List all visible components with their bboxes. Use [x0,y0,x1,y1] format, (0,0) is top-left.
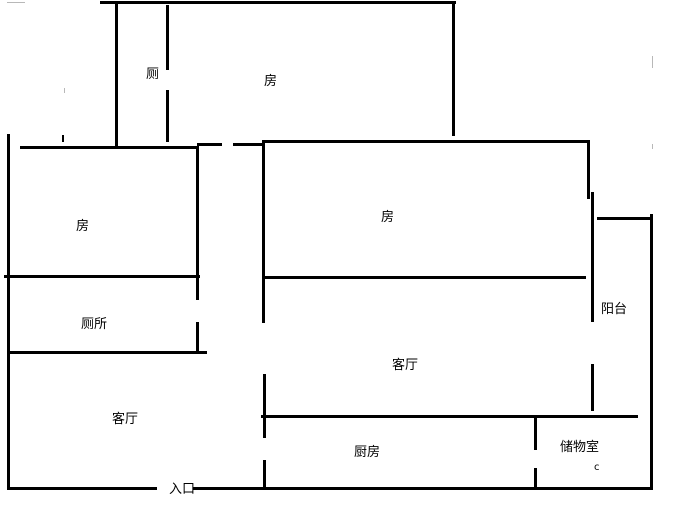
wall-corridor-east-upper [262,142,265,323]
room-label-living-right: 客厅 [392,358,419,373]
wall-balcony-top [597,217,652,220]
wall-stub [62,135,64,142]
room-label-balcony: 阳台 [601,302,628,317]
room-label-storage: 储物室 [560,440,600,455]
room-label-kitchen: 厨房 [354,445,381,460]
wall-west [7,134,10,489]
storage-annotation: c [594,462,600,473]
room-label-toilet-top: 厕 [146,67,160,82]
wall-bedroom-living [263,276,586,279]
wall-corridor-east-lower [263,460,266,489]
stray-mark [64,88,65,93]
entrance-label: 入口 [169,482,196,497]
wall-bedroom-left-top [20,146,198,149]
wall-east [650,214,653,489]
wall-bedroom-toilet [4,275,200,278]
wall-balcony-inner-upper [591,192,594,322]
wall-balcony-inner-lower [591,364,594,411]
wall-south-west [7,487,157,490]
room-label-bedroom-right: 房 [381,210,395,225]
room-label-toilet-left: 厕所 [81,317,108,332]
stray-mark [652,56,653,68]
room-label-bedroom-top: 房 [264,74,278,89]
wall-bedroom-right-east [587,140,590,199]
wall-corridor-west-lower [196,322,199,353]
wall-bedroom-top-right [452,2,455,136]
wall-corridor-west-upper [196,146,199,300]
wall-corridor-east-mid [263,374,266,438]
wall-corridor-top-a [197,143,222,146]
room-label-bedroom-left: 房 [76,219,90,234]
wall-toilet-living [8,351,207,354]
wall-kitchen-storage-lower [534,468,537,489]
stray-mark [652,144,653,149]
wall-south-east [193,487,653,490]
stray-mark [7,2,25,3]
wall-kitchen-storage-upper [534,416,537,450]
room-label-living-left: 客厅 [112,412,139,427]
wall-living-kitchen [261,415,638,418]
wall-toilet-left [115,2,118,146]
wall-toilet-bedroom-upper [166,5,169,70]
wall-toilet-bedroom-lower [166,90,169,142]
wall-top [100,1,456,4]
wall-bedroom-right-top [262,140,589,143]
wall-corridor-top-b [233,143,265,146]
